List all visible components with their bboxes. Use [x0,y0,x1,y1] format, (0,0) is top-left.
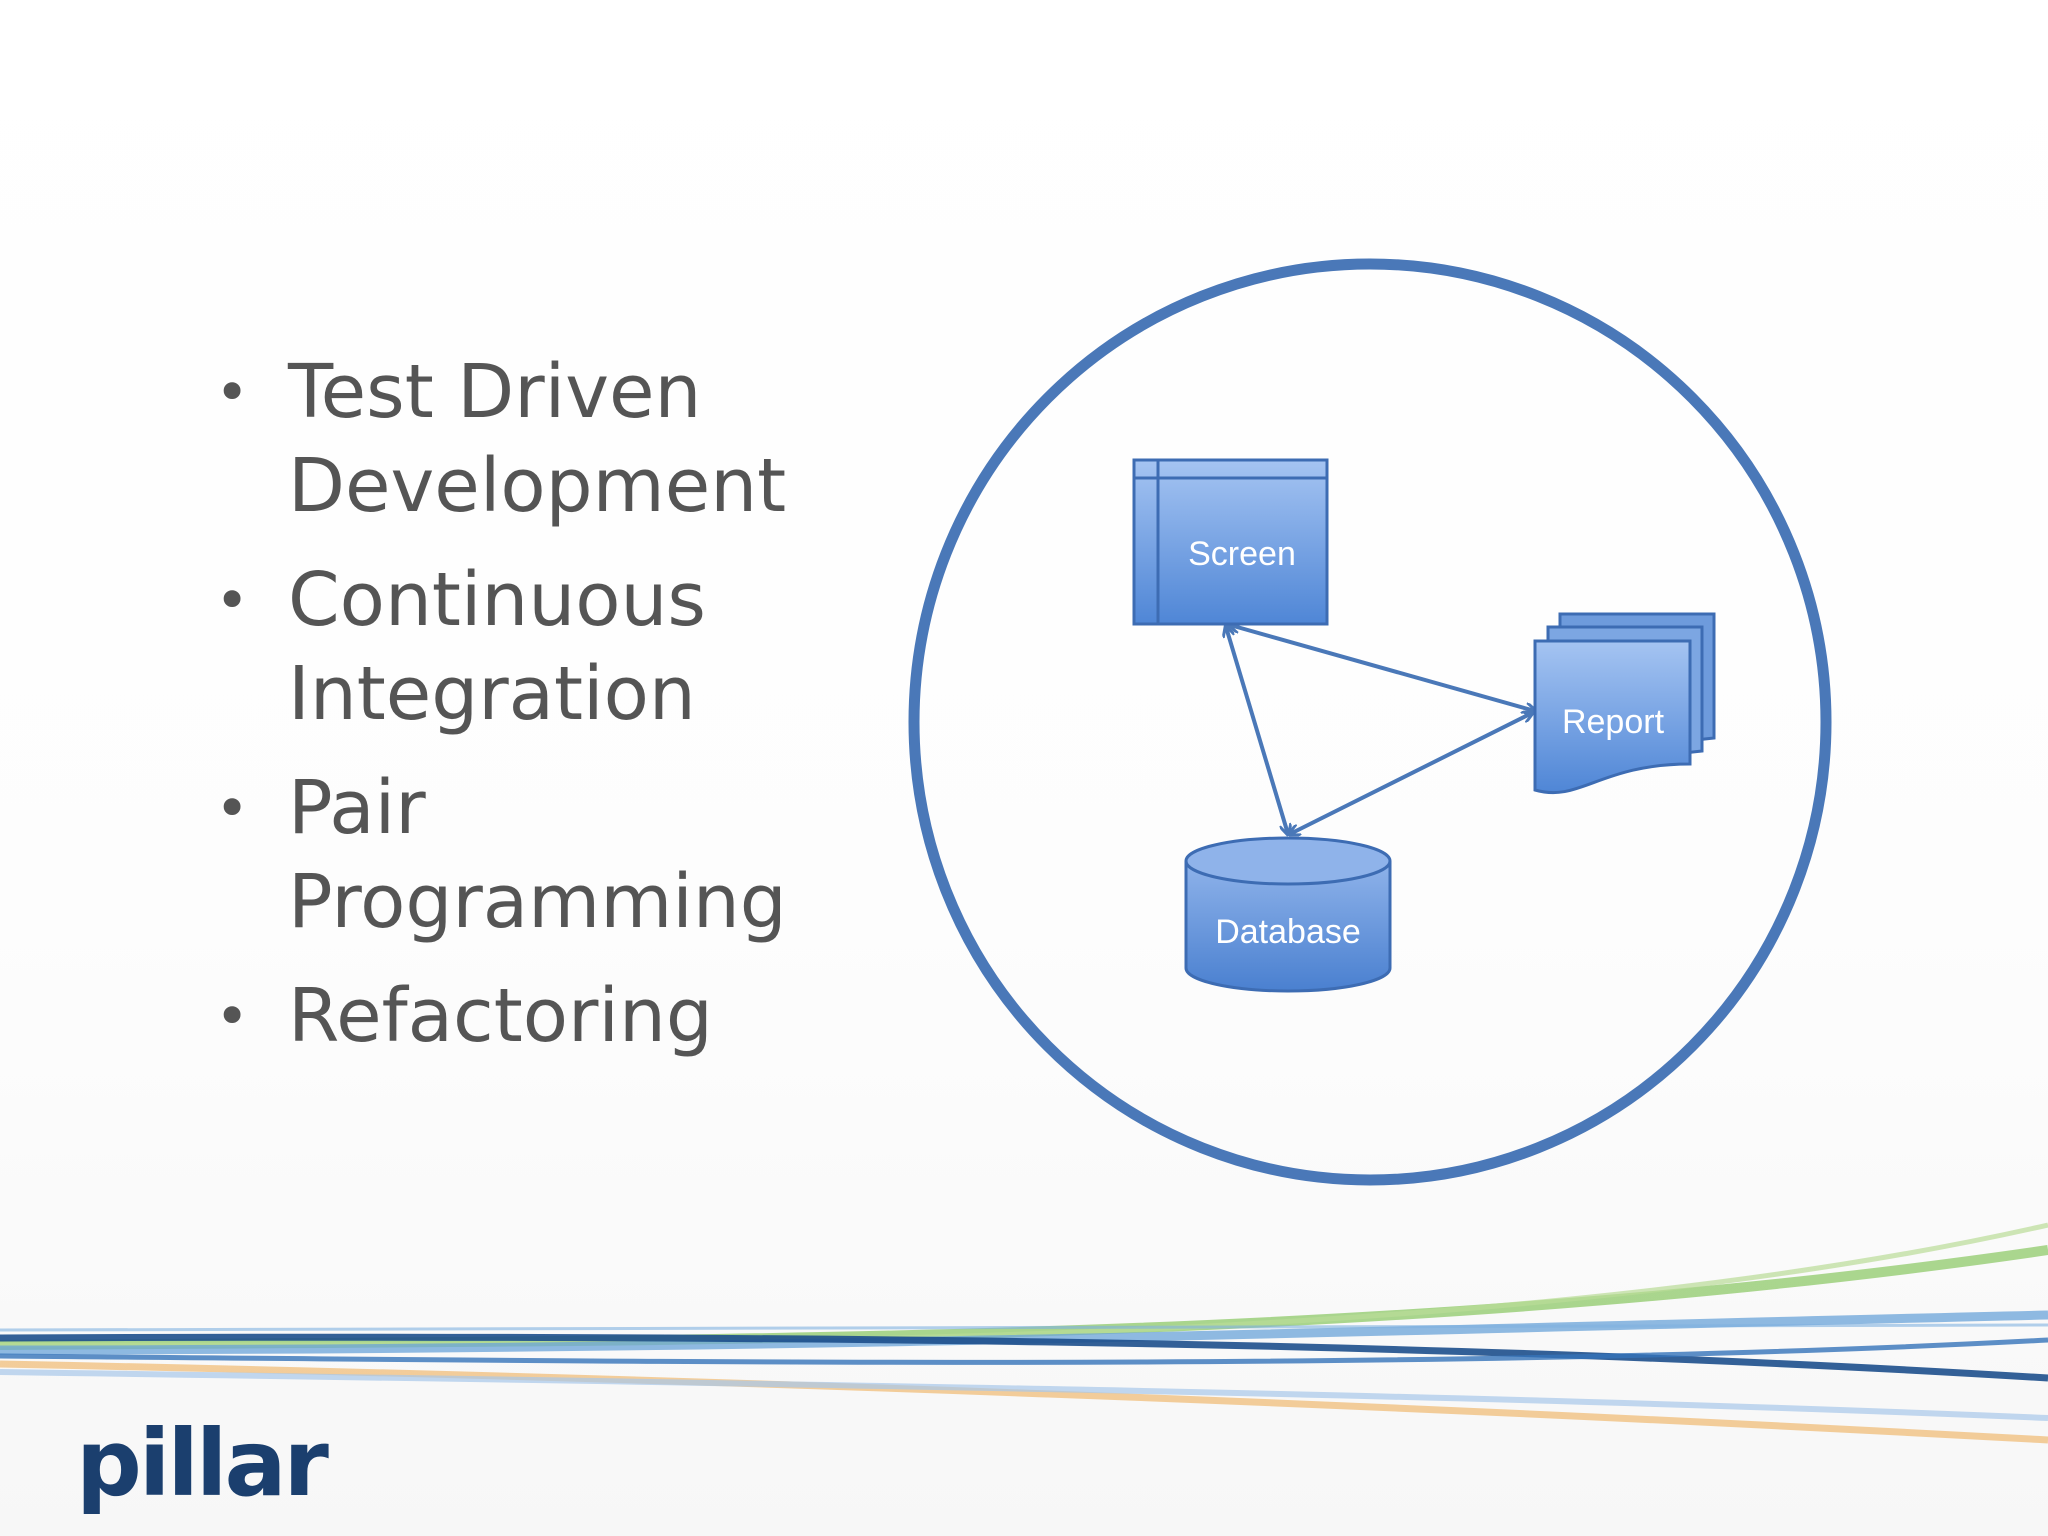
bullet-icon: • [215,774,250,842]
connector-screen-database [1226,627,1288,834]
connector-screen-report [1230,625,1535,711]
bullet-text: Development [288,443,787,529]
bullet-text: Integration [288,651,696,737]
screen-node: Screen [1132,458,1329,626]
screen-label: Screen [1188,535,1296,573]
bullet-text: Programming [288,859,787,945]
bullet-text: Pair [288,765,426,851]
bullet-item-pair: • Pair Programming [205,761,885,949]
bullet-item-tdd: • Test Driven Development [205,345,885,533]
bullet-text: Test Driven [288,349,702,435]
bullet-icon: • [215,358,250,426]
pillar-logo: pillar [76,1410,329,1517]
report-label: Report [1562,703,1665,741]
database-node: Database [1184,836,1392,993]
report-node: Report [1533,612,1716,795]
bullet-text: Continuous [288,557,706,643]
bullet-text: Refactoring [288,973,713,1059]
database-label: Database [1215,913,1361,951]
bullet-item-ci: • Continuous Integration [205,553,885,741]
bullet-icon: • [215,982,250,1050]
bullet-list: • Test Driven Development • Continuous I… [205,345,885,1083]
bullet-icon: • [215,566,250,634]
bullet-item-refactoring: • Refactoring [205,969,885,1063]
connector-report-database [1290,713,1532,834]
system-boundary-circle [908,258,1832,1186]
